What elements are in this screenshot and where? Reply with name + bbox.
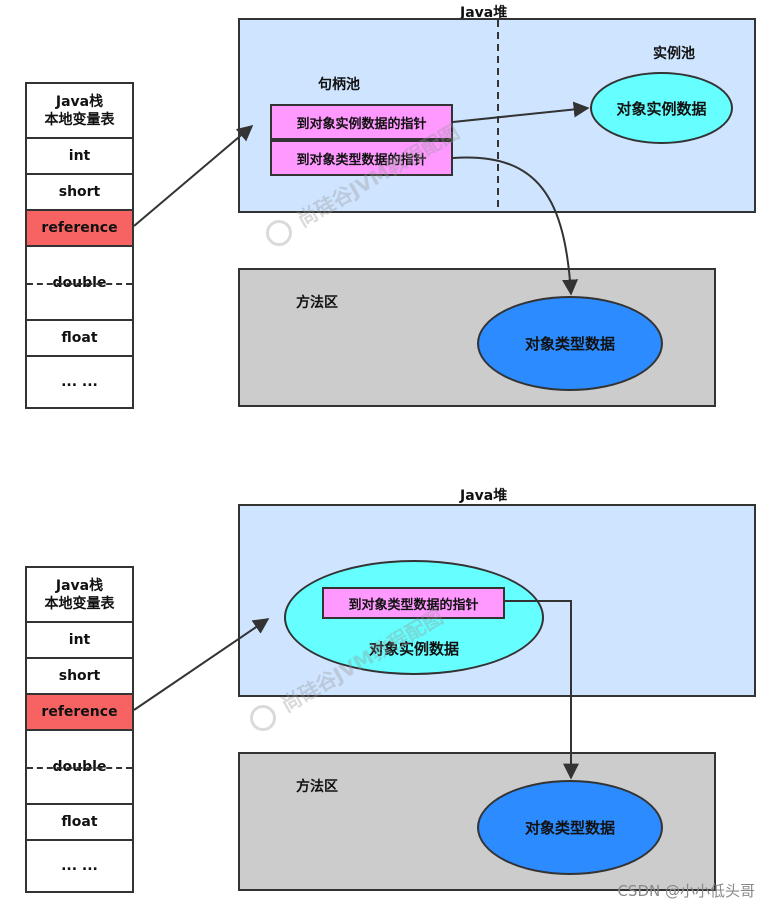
watermark-logo-icon	[250, 705, 276, 731]
instance-pool-label: 实例池	[653, 46, 695, 62]
csdn-credit: CSDN @小小低头哥	[617, 882, 755, 900]
stack-row-ellipsis: ... ...	[27, 839, 132, 891]
stack-row-reference: reference	[27, 209, 132, 245]
method-area-label-top: 方法区	[296, 295, 338, 311]
heap-title-top: Java堆	[460, 5, 508, 21]
stack-row-int: int	[27, 621, 132, 657]
watermark-logo-icon	[266, 220, 292, 246]
stack-row-ellipsis: ... ...	[27, 355, 132, 407]
stack-row-short: short	[27, 657, 132, 693]
double-divider	[27, 767, 132, 769]
stack-row-int: int	[27, 137, 132, 173]
instance-data-ellipse-top: 对象实例数据	[590, 72, 733, 144]
type-data-ellipse-top: 对象类型数据	[477, 296, 663, 391]
java-stack-bottom: Java栈 本地变量表 int short reference double f…	[25, 566, 134, 893]
stack-title-top: Java栈 本地变量表	[44, 93, 115, 128]
arrow-to-instance-data	[452, 101, 590, 123]
pointer-to-instance-data: 到对象实例数据的指针	[270, 104, 453, 140]
stack-title-bottom: Java栈 本地变量表	[44, 577, 115, 612]
heap-title-bottom: Java堆	[460, 488, 508, 504]
stack-row-reference: reference	[27, 693, 132, 729]
pointer-to-type-data-top: 到对象类型数据的指针	[270, 140, 453, 176]
stack-row-float: float	[27, 803, 132, 839]
stack-row-short: short	[27, 173, 132, 209]
handle-pool-label: 句柄池	[318, 77, 360, 93]
java-stack-top: Java栈 本地变量表 int short reference double f…	[25, 82, 134, 409]
double-divider	[27, 283, 132, 285]
arrow-to-type-data-top	[452, 156, 579, 296]
arrow-reference-to-instance	[133, 618, 270, 711]
stack-row-float: float	[27, 319, 132, 355]
pointer-to-type-data-bottom: 到对象类型数据的指针	[322, 587, 505, 619]
instance-data-label-bottom: 对象实例数据	[368, 640, 459, 658]
type-data-ellipse-bottom: 对象类型数据	[477, 780, 663, 875]
arrow-to-type-data-bottom	[505, 600, 579, 780]
arrow-reference-to-handle	[133, 124, 254, 227]
method-area-label-bottom: 方法区	[296, 779, 338, 795]
